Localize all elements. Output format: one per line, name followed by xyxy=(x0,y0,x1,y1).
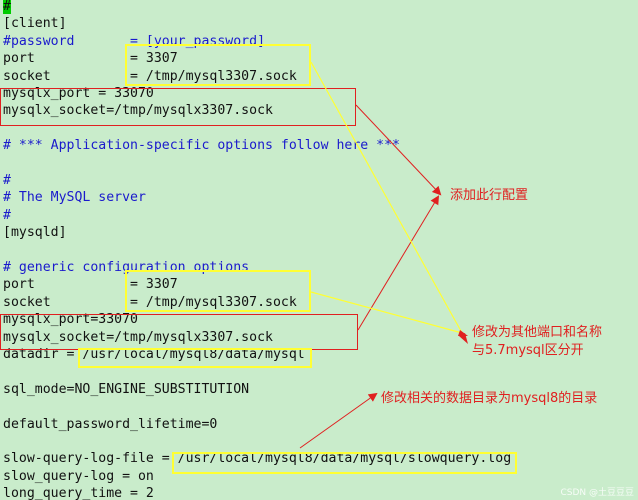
code-line[interactable]: port = 3307 xyxy=(3,51,178,67)
code-line[interactable]: mysqlx_socket=/tmp/mysqlx3307.sock xyxy=(3,329,273,345)
code-line[interactable]: datadir = /usr/local/mysql8/data/mysql xyxy=(3,347,305,362)
note-change-data-dir: 修改相关的数据目录为mysql8的目录 xyxy=(381,391,598,406)
code-line[interactable]: [client] xyxy=(3,16,67,32)
note-change-port-name-line2: 与5.7mysql区分开 xyxy=(472,343,584,358)
code-line[interactable]: mysqlx_socket=/tmp/mysqlx3307.sock xyxy=(3,103,273,119)
code-line[interactable]: port = 3307 xyxy=(3,277,178,293)
code-line[interactable]: slow-query-log-file = /usr/local/mysql8/… xyxy=(3,451,512,467)
code-line[interactable]: socket = /tmp/mysql3307.sock xyxy=(3,294,297,310)
code-line[interactable]: # The MySQL server xyxy=(3,190,146,206)
code-line[interactable]: # generic configuration options xyxy=(3,260,250,275)
code-line[interactable]: socket = /tmp/mysql3307.sock xyxy=(3,68,297,84)
code-line[interactable]: long_query_time = 2 xyxy=(3,486,154,500)
code-line[interactable]: default_password_lifetime=0 xyxy=(3,416,218,432)
code-line[interactable]: mysqlx_port = 33070 xyxy=(3,86,154,101)
code-line[interactable]: mysqlx_port=33070 xyxy=(3,312,138,328)
code-line[interactable]: # *** Application-specific options follo… xyxy=(3,138,400,154)
code-line[interactable]: sql_mode=NO_ENGINE_SUBSTITUTION xyxy=(3,381,250,397)
text-cursor: # xyxy=(3,0,11,14)
note-add-line-config: 添加此行配置 xyxy=(450,188,529,203)
code-line[interactable]: # xyxy=(3,173,11,188)
code-line[interactable]: slow_query-log = on xyxy=(3,468,154,484)
watermark: CSDN @土豆豆豆 xyxy=(560,488,634,498)
code-line[interactable]: # xyxy=(3,0,11,15)
code-line[interactable]: # xyxy=(3,207,11,223)
note-change-port-name-line1: 修改为其他端口和名称 xyxy=(472,325,603,340)
note-change-port-name: 修改为其他端口和名称 与5.7mysql区分开 xyxy=(472,324,602,360)
code-line[interactable]: [mysqld] xyxy=(3,225,67,241)
code-line[interactable]: #password = [your_password] xyxy=(3,33,266,49)
